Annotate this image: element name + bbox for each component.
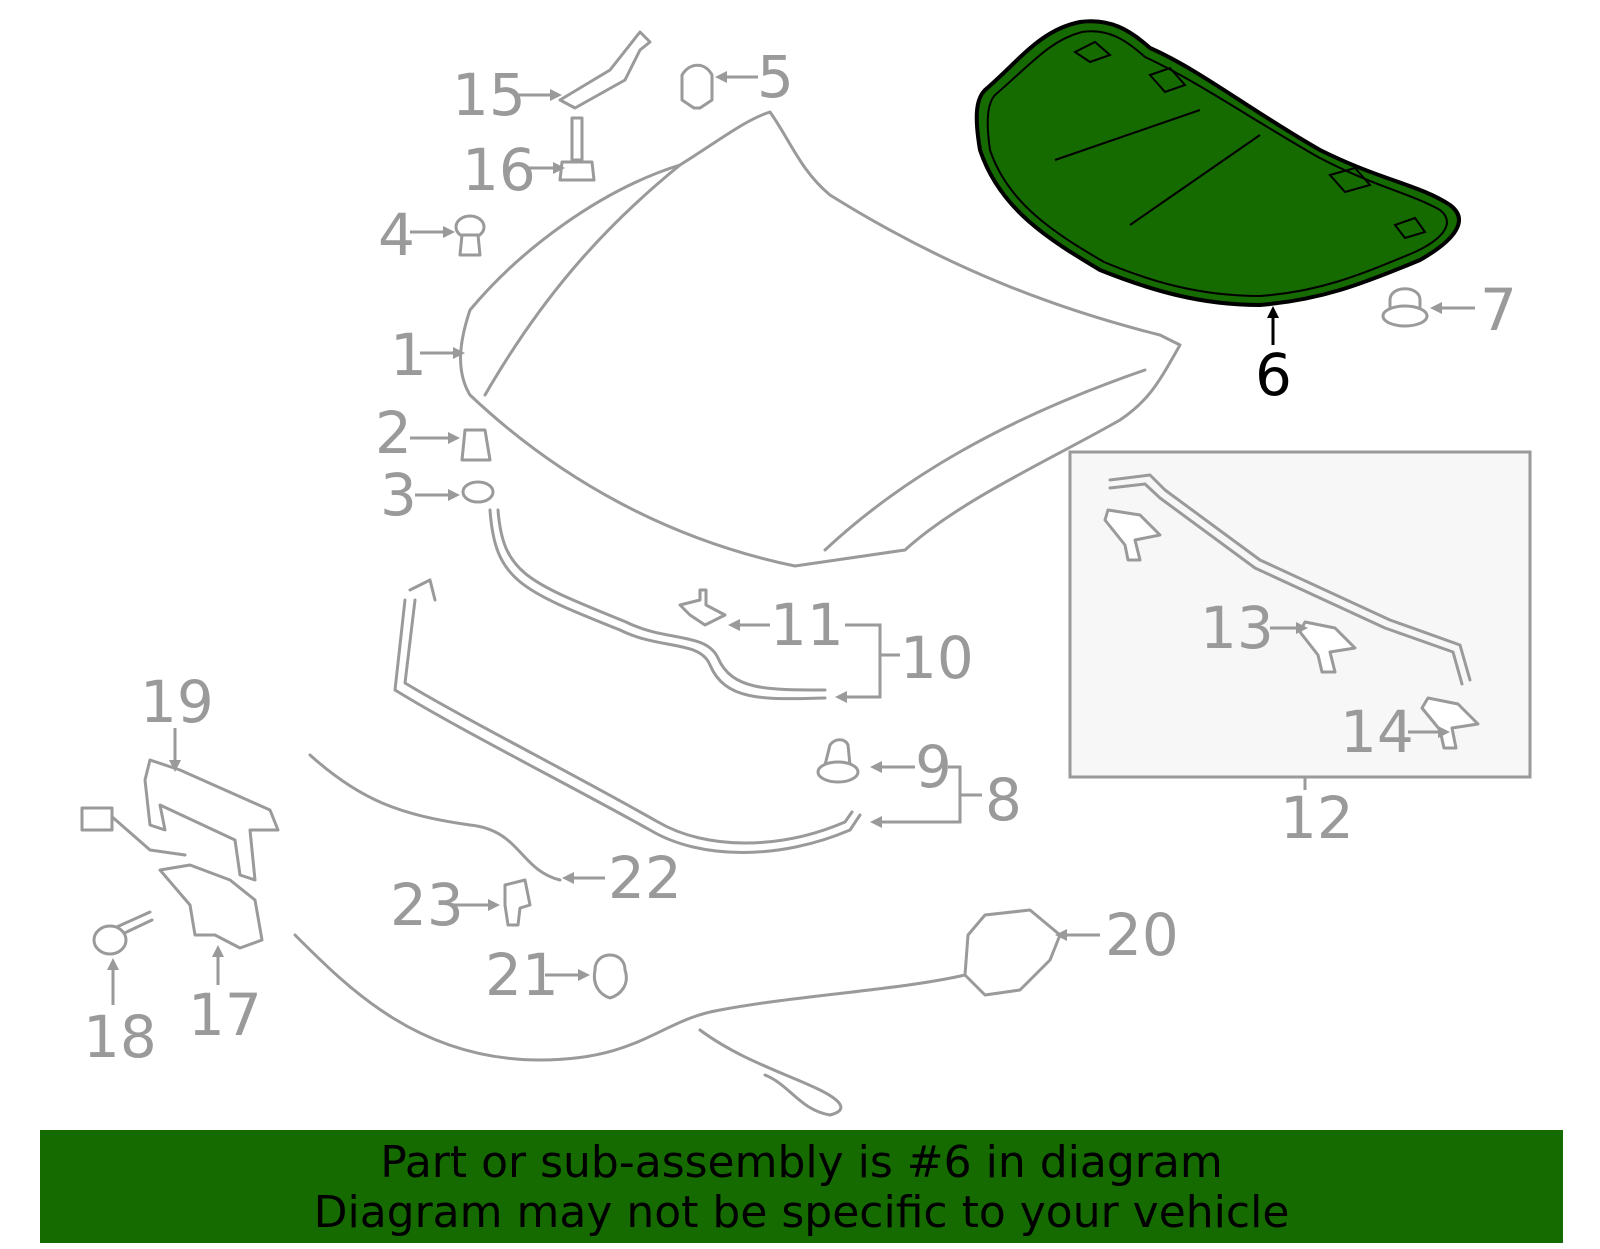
callout-20[interactable]: 20 xyxy=(1105,901,1179,969)
callout-2[interactable]: 2 xyxy=(375,399,412,467)
banner-line-part: Part or sub-assembly is #6 in diagram xyxy=(380,1137,1223,1188)
callout-23[interactable]: 23 xyxy=(390,871,464,939)
callout-8[interactable]: 8 xyxy=(985,766,1022,834)
seal-part-8 xyxy=(393,578,862,854)
grommet-part-3 xyxy=(461,480,495,504)
group-box-12 xyxy=(1068,450,1532,779)
clip-part-23 xyxy=(503,878,532,927)
clip-part-7 xyxy=(1381,287,1429,328)
clip-part-9 xyxy=(816,738,860,784)
bracket-part-15 xyxy=(558,30,652,110)
latch-part-17 xyxy=(80,806,264,950)
callout-1[interactable]: 1 xyxy=(390,321,427,389)
callout-3[interactable]: 3 xyxy=(380,461,417,529)
banner-line-disclaimer: Diagram may not be specific to your vehi… xyxy=(313,1187,1290,1238)
hood-insulator-part xyxy=(974,19,1461,308)
info-banner: Part or sub-assembly is #6 in diagram Di… xyxy=(40,1130,1563,1243)
bolt-part-16 xyxy=(558,116,596,182)
callout-15[interactable]: 15 xyxy=(452,61,526,129)
callout-22[interactable]: 22 xyxy=(608,844,682,912)
callout-13[interactable]: 13 xyxy=(1200,594,1274,662)
callout-5[interactable]: 5 xyxy=(757,43,794,111)
callout-11[interactable]: 11 xyxy=(770,591,844,659)
callout-21[interactable]: 21 xyxy=(485,941,559,1009)
bumper-part-5 xyxy=(680,63,714,110)
grommet-part-21 xyxy=(592,953,628,1000)
weatherstrip-part-10 xyxy=(488,508,827,701)
callout-labels: 15 5 16 4 1 2 3 6 7 11 10 9 8 13 14 12 1… xyxy=(83,43,1517,1071)
callout-17[interactable]: 17 xyxy=(188,981,262,1049)
bolt-part-18 xyxy=(92,910,154,956)
callout-19[interactable]: 19 xyxy=(140,668,214,736)
callout-14[interactable]: 14 xyxy=(1340,698,1414,766)
callout-7[interactable]: 7 xyxy=(1480,276,1517,344)
callout-6[interactable]: 6 xyxy=(1255,341,1292,409)
release-lever-part-20 xyxy=(293,908,1062,1117)
hood-part xyxy=(459,110,1182,568)
callout-18[interactable]: 18 xyxy=(83,1003,157,1071)
clip-part-11 xyxy=(678,588,727,627)
cushion-part-4 xyxy=(454,214,486,257)
callout-16[interactable]: 16 xyxy=(462,136,536,204)
latch-cover-part-19 xyxy=(143,758,280,882)
cushion-part-2 xyxy=(460,428,492,462)
callout-9[interactable]: 9 xyxy=(915,733,952,801)
callout-10[interactable]: 10 xyxy=(900,624,974,692)
callout-12[interactable]: 12 xyxy=(1280,784,1354,852)
callout-arrows xyxy=(107,71,1475,1005)
callout-4[interactable]: 4 xyxy=(378,201,415,269)
release-cable-part-22 xyxy=(308,753,562,882)
